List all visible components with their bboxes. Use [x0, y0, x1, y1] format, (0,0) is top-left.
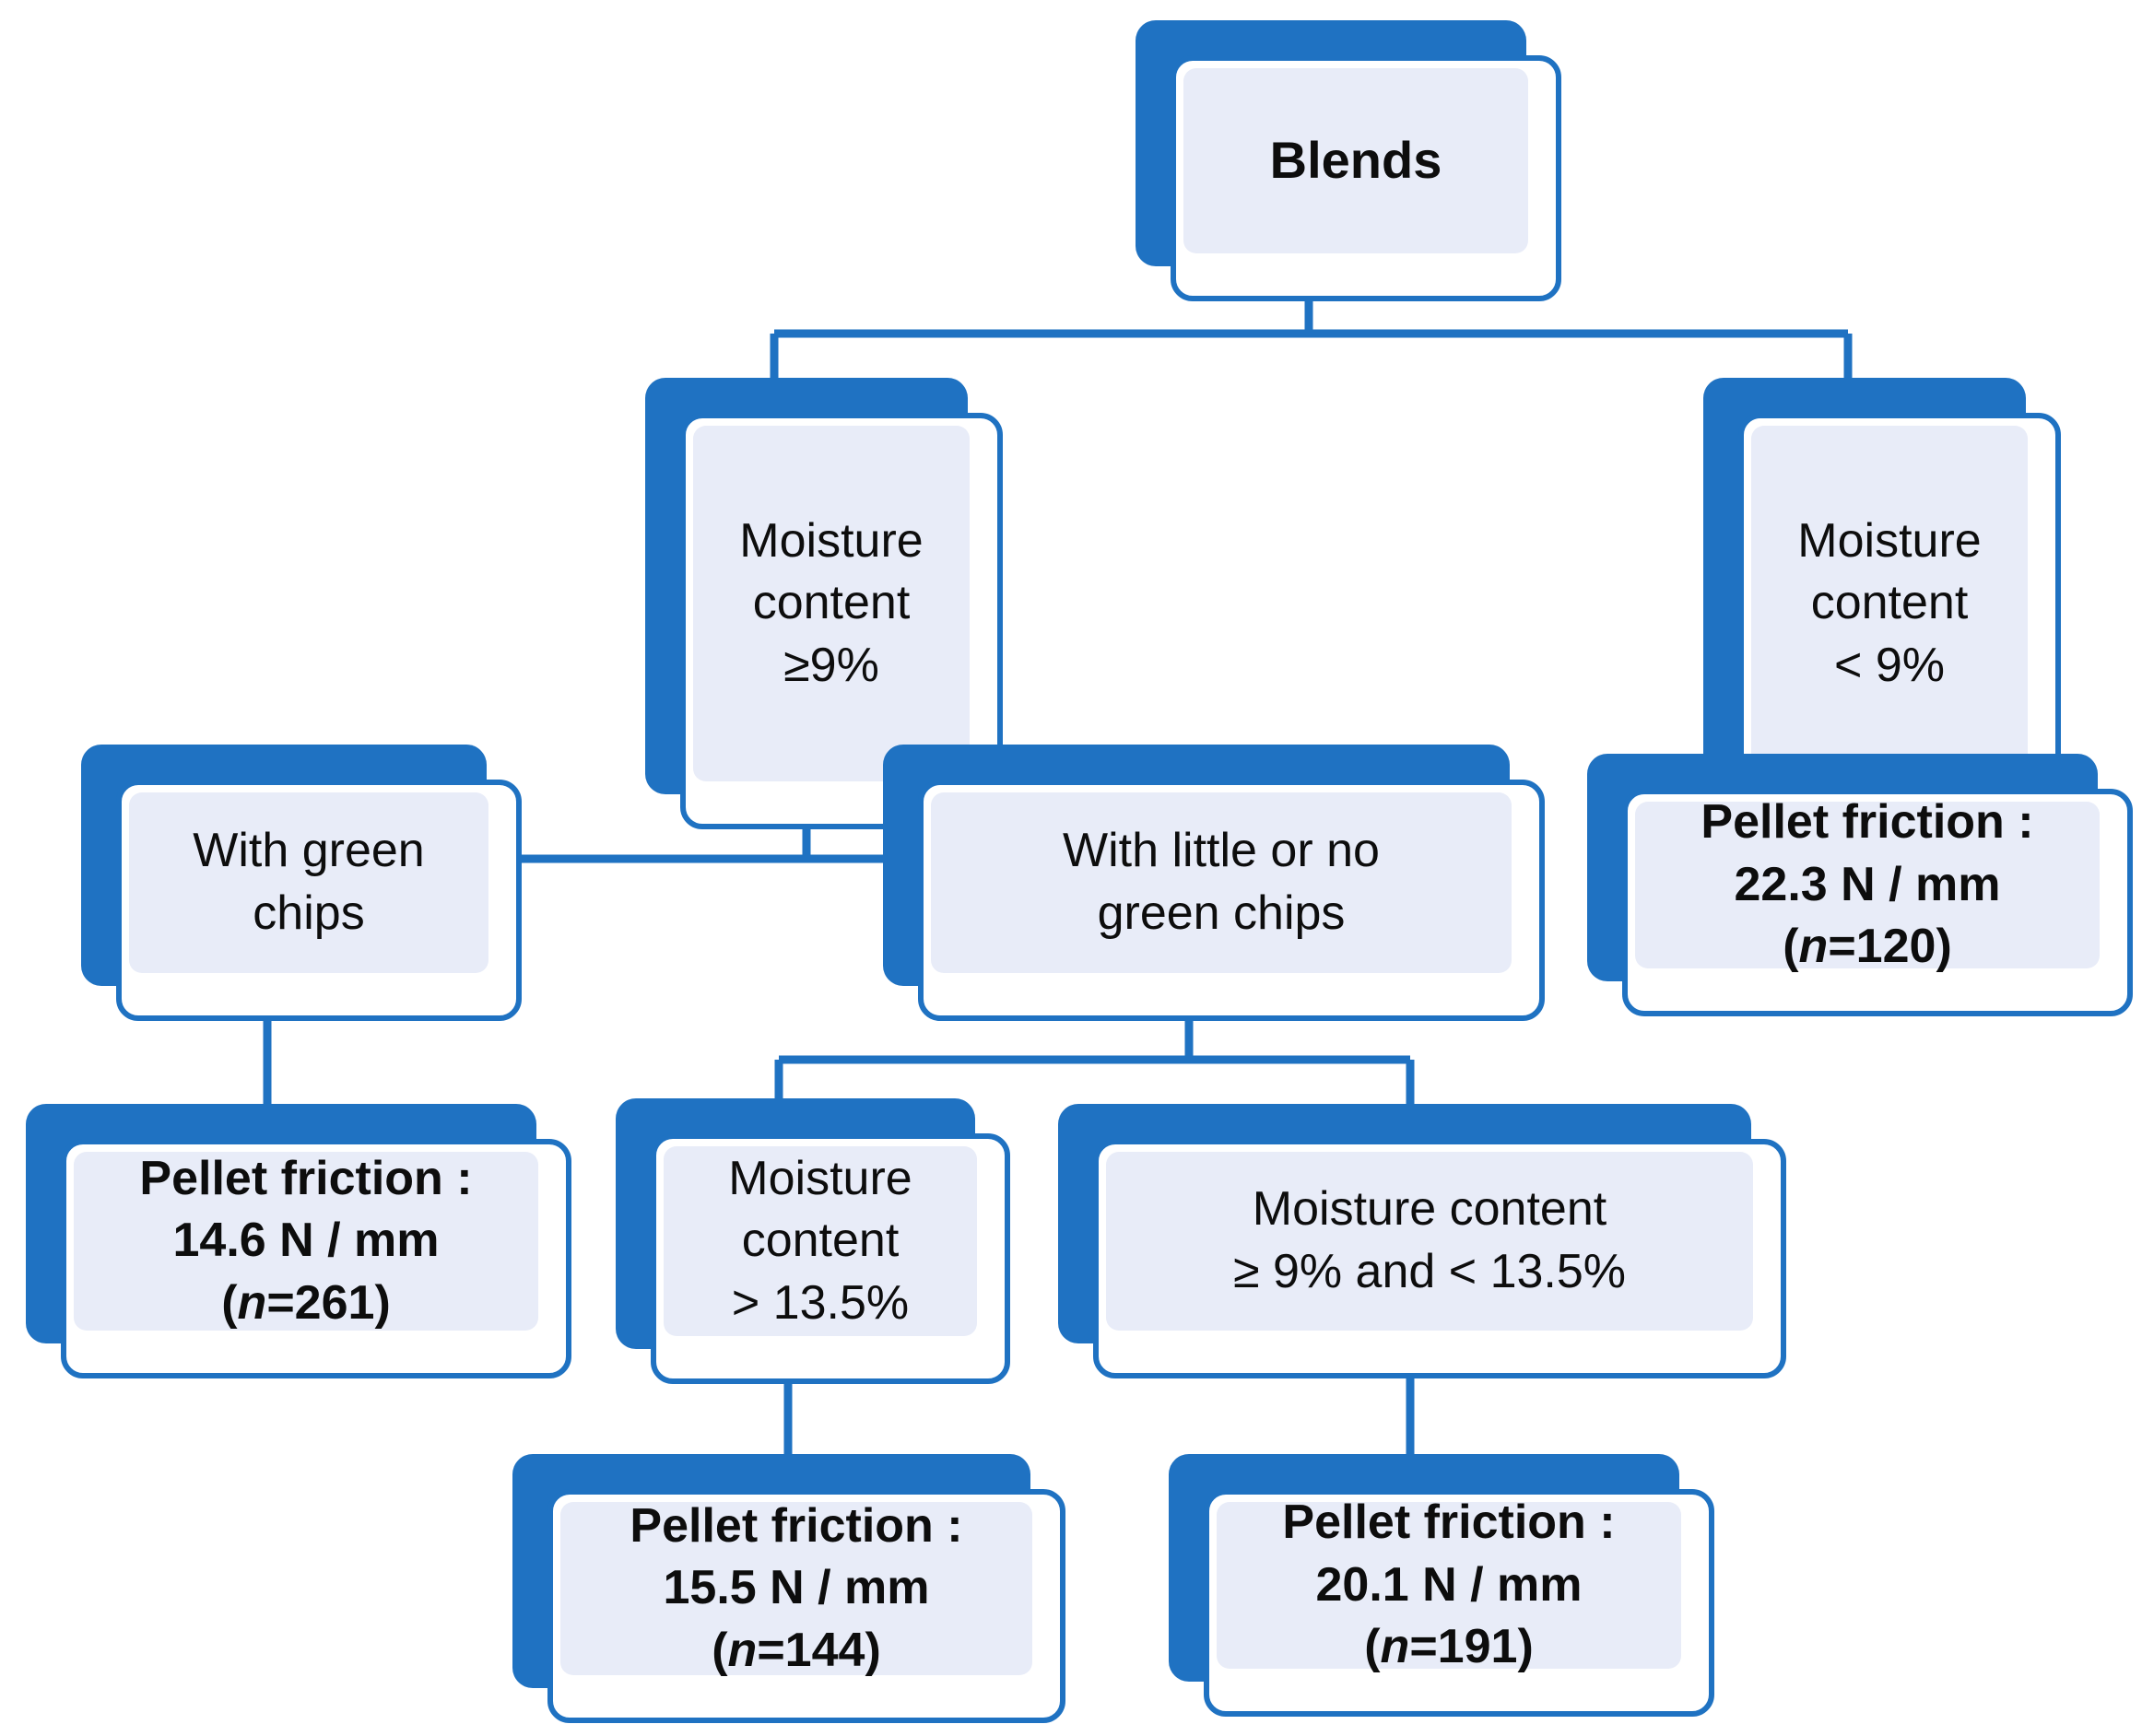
node-label: Pellet friction : 22.3 N / mm (n=120) — [1635, 795, 2100, 973]
node-label-line-2: 20.1 N / mm — [1315, 1557, 1583, 1612]
node-leaf-pellet-friction-15-5[interactable]: Pellet friction : 15.5 N / mm (n=144) — [512, 1454, 1065, 1723]
node-inner-fill — [664, 1146, 977, 1336]
node-label-line-1: Moisture content — [1252, 1182, 1607, 1237]
node-card: Blends — [1171, 55, 1561, 301]
node-label-line-3-sample-size: (n=120) — [1783, 916, 1952, 979]
node-label: Moisture content > 13.5% — [664, 1146, 977, 1336]
n-symbol: n — [237, 1275, 267, 1330]
node-label: With little or no green chips — [931, 792, 1512, 973]
node-card: Pellet friction : 20.1 N / mm (n=191) — [1204, 1489, 1714, 1717]
node-label-line: Blends — [1269, 131, 1442, 190]
node-label-line-1: Moisture — [1797, 513, 1982, 568]
node-blends[interactable]: Blends — [1136, 20, 1561, 301]
n-value: =191) — [1409, 1620, 1534, 1674]
node-card: Moisture content ≥9% — [680, 413, 1003, 829]
node-inner-fill — [560, 1502, 1032, 1675]
node-label-line-2: chips — [253, 886, 365, 940]
node-with-green-chips[interactable]: With green chips — [81, 745, 522, 1021]
node-card: Moisture content ≥ 9% and < 13.5% — [1093, 1139, 1786, 1378]
node-label-line-1: With little or no — [1063, 824, 1380, 878]
paren-open: ( — [1364, 1620, 1381, 1674]
node-moisture-content-band-9-to-13-5[interactable]: Moisture content ≥ 9% and < 13.5% — [1058, 1104, 1786, 1378]
node-label: Moisture content < 9% — [1751, 426, 2028, 781]
node-label-line-1: Pellet friction : — [139, 1151, 473, 1205]
node-label-line-2: content — [1810, 576, 1969, 630]
node-label-line-2: ≥ 9% and < 13.5% — [1232, 1245, 1627, 1298]
node-inner-fill — [129, 792, 488, 973]
n-symbol: n — [727, 1623, 758, 1677]
node-card: Pellet friction : 15.5 N / mm (n=144) — [547, 1489, 1065, 1723]
node-label-line-1: With green — [193, 824, 425, 878]
n-symbol: n — [1798, 920, 1829, 974]
node-label-line-3-sample-size: (n=261) — [221, 1273, 391, 1335]
node-card: Moisture content > 13.5% — [651, 1133, 1010, 1384]
paren-open: ( — [712, 1623, 728, 1677]
node-label: Moisture content ≥9% — [693, 426, 970, 781]
node-label: Blends — [1183, 68, 1528, 253]
node-label: Pellet friction : 14.6 N / mm (n=261) — [74, 1152, 538, 1331]
node-label: Pellet friction : 20.1 N / mm (n=191) — [1217, 1496, 1681, 1673]
node-label-line-1: Pellet friction : — [1701, 795, 2034, 850]
node-label-line-1: Pellet friction : — [1282, 1496, 1616, 1550]
node-card: With little or no green chips — [918, 780, 1545, 1021]
node-label-line-3-sample-size: (n=144) — [712, 1620, 881, 1683]
node-label-line-3-sample-size: (n=191) — [1364, 1616, 1534, 1679]
node-card: Pellet friction : 22.3 N / mm (n=120) — [1622, 789, 2133, 1016]
node-label-line-2: 15.5 N / mm — [663, 1561, 930, 1615]
node-label-line-3: ≥9% — [783, 638, 879, 692]
node-inner-fill — [74, 1152, 538, 1331]
node-label-line-2: content — [752, 576, 911, 630]
node-inner-fill — [1106, 1152, 1753, 1331]
node-label-line-3: < 9% — [1834, 638, 1945, 692]
n-value: =120) — [1828, 920, 1952, 974]
paren-open: ( — [221, 1275, 238, 1330]
node-label-line-2: content — [741, 1214, 900, 1268]
node-label-line-2: 22.3 N / mm — [1734, 857, 2001, 911]
paren-open: ( — [1783, 920, 1799, 974]
node-moisture-content-ge-9[interactable]: Moisture content ≥9% — [645, 378, 1003, 829]
n-value: =261) — [266, 1275, 391, 1330]
node-label: With green chips — [129, 792, 488, 973]
node-card: With green chips — [116, 780, 522, 1021]
n-value: =144) — [757, 1623, 881, 1677]
node-leaf-pellet-friction-14-6[interactable]: Pellet friction : 14.6 N / mm (n=261) — [26, 1104, 571, 1378]
node-label: Moisture content ≥ 9% and < 13.5% — [1106, 1152, 1753, 1331]
node-label-line-3: > 13.5% — [731, 1275, 910, 1330]
node-inner-fill — [1635, 802, 2100, 968]
node-card: Pellet friction : 14.6 N / mm (n=261) — [61, 1139, 571, 1378]
node-leaf-pellet-friction-20-1[interactable]: Pellet friction : 20.1 N / mm (n=191) — [1169, 1454, 1714, 1717]
node-inner-fill — [931, 792, 1512, 973]
node-label-line-1: Pellet friction : — [630, 1498, 963, 1553]
node-leaf-pellet-friction-22-3[interactable]: Pellet friction : 22.3 N / mm (n=120) — [1587, 754, 2133, 1016]
node-inner-fill — [1217, 1502, 1681, 1669]
node-label-line-2: green chips — [1097, 886, 1346, 940]
node-moisture-content-gt-13-5[interactable]: Moisture content > 13.5% — [616, 1098, 1010, 1384]
node-label-line-1: Moisture — [728, 1151, 912, 1205]
node-label: Pellet friction : 15.5 N / mm (n=144) — [560, 1499, 1032, 1677]
node-inner-fill — [1751, 426, 2028, 781]
node-inner-fill — [693, 426, 970, 781]
node-label-line-1: Moisture — [739, 513, 924, 568]
node-inner-fill — [1183, 68, 1528, 253]
node-with-little-or-no-green-chips[interactable]: With little or no green chips — [883, 745, 1545, 1021]
n-symbol: n — [1380, 1620, 1410, 1674]
node-label-line-2: 14.6 N / mm — [172, 1214, 440, 1268]
